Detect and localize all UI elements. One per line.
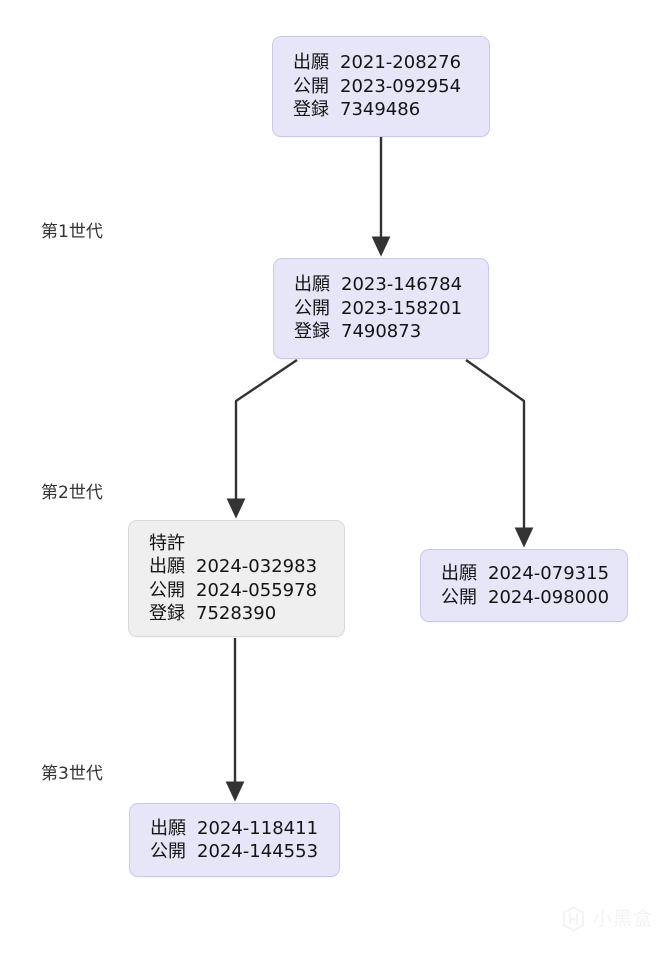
node-line-value: 7349486 <box>340 99 421 121</box>
node-line-value: 2024-055978 <box>196 579 318 601</box>
node-line-key: 公開 <box>294 297 330 319</box>
heybox-logo-icon <box>562 906 585 932</box>
node-line-value: 7490873 <box>341 321 422 343</box>
node-line: 公開 2024-098000 <box>441 586 627 609</box>
node-line: 出願 2024-118411 <box>150 817 339 840</box>
node-line: 出願 2024-079315 <box>441 562 627 585</box>
patent-node-gen2-right[interactable]: 出願 2024-079315 公開 2024-098000 <box>420 549 628 622</box>
node-line-key: 出願 <box>149 556 185 578</box>
node-line-value: 2024-079315 <box>488 563 610 585</box>
node-heading: 特許 <box>149 532 185 554</box>
node-line: 登録 7528390 <box>149 602 344 625</box>
node-line: 公開 2024-144553 <box>150 840 339 863</box>
node-line-key: 出願 <box>293 52 329 74</box>
node-line-value: 2023-092954 <box>340 75 462 97</box>
node-line: 公開 2023-158201 <box>294 297 488 320</box>
watermark: 小黑盒 <box>561 902 653 936</box>
node-line-key: 公開 <box>441 586 477 608</box>
node-line-key: 公開 <box>150 841 186 862</box>
node-line-value: 2023-158201 <box>341 297 463 319</box>
patent-node-gen3[interactable]: 出願 2024-118411 公開 2024-144553 <box>129 803 340 877</box>
node-line-key: 出願 <box>441 563 477 585</box>
node-line-value: 2023-146784 <box>341 274 463 296</box>
node-line: 出願 2024-032983 <box>149 555 344 578</box>
generation-label-3: 第3世代 <box>41 764 103 784</box>
node-line: 出願 2021-208276 <box>293 51 489 74</box>
node-line: 登録 7490873 <box>294 320 488 343</box>
node-line-key: 公開 <box>293 75 329 97</box>
generation-label-2: 第2世代 <box>41 483 103 503</box>
node-line: 公開 2024-055978 <box>149 579 344 602</box>
node-line-key: 公開 <box>149 579 185 601</box>
node-line-value: 2024-118411 <box>197 817 319 839</box>
node-line: 出願 2023-146784 <box>294 273 488 296</box>
node-line-key: 登録 <box>149 602 185 624</box>
patent-node-gen2-granted[interactable]: 特許 出願 2024-032983 公開 2024-055978 登録 7528390 <box>128 520 345 637</box>
node-line-value: 2024-144553 <box>197 841 319 862</box>
node-line: 登録 7349486 <box>293 98 489 121</box>
node-line: 公開 2023-092954 <box>293 75 489 98</box>
node-line-value: 2021-208276 <box>340 52 462 74</box>
edge-gen1child-to-gen2left <box>226 359 298 519</box>
watermark-text: 小黑盒 <box>593 907 654 930</box>
node-line-value: 2024-098000 <box>488 586 610 608</box>
patent-node-gen1-child[interactable]: 出願 2023-146784 公開 2023-158201 登録 7490873 <box>273 258 489 359</box>
node-line-key: 出願 <box>294 274 330 296</box>
node-line-key: 登録 <box>294 321 330 343</box>
node-line-key: 登録 <box>293 99 329 121</box>
generation-label-1: 第1世代 <box>41 222 103 242</box>
patent-node-gen1-root[interactable]: 出願 2021-208276 公開 2023-092954 登録 7349486 <box>272 36 490 137</box>
node-line-value: 2024-032983 <box>196 556 318 578</box>
edge-gen1child-to-gen2right <box>465 359 534 548</box>
node-line-key: 出願 <box>150 817 186 839</box>
node-line-value: 7528390 <box>196 602 277 624</box>
